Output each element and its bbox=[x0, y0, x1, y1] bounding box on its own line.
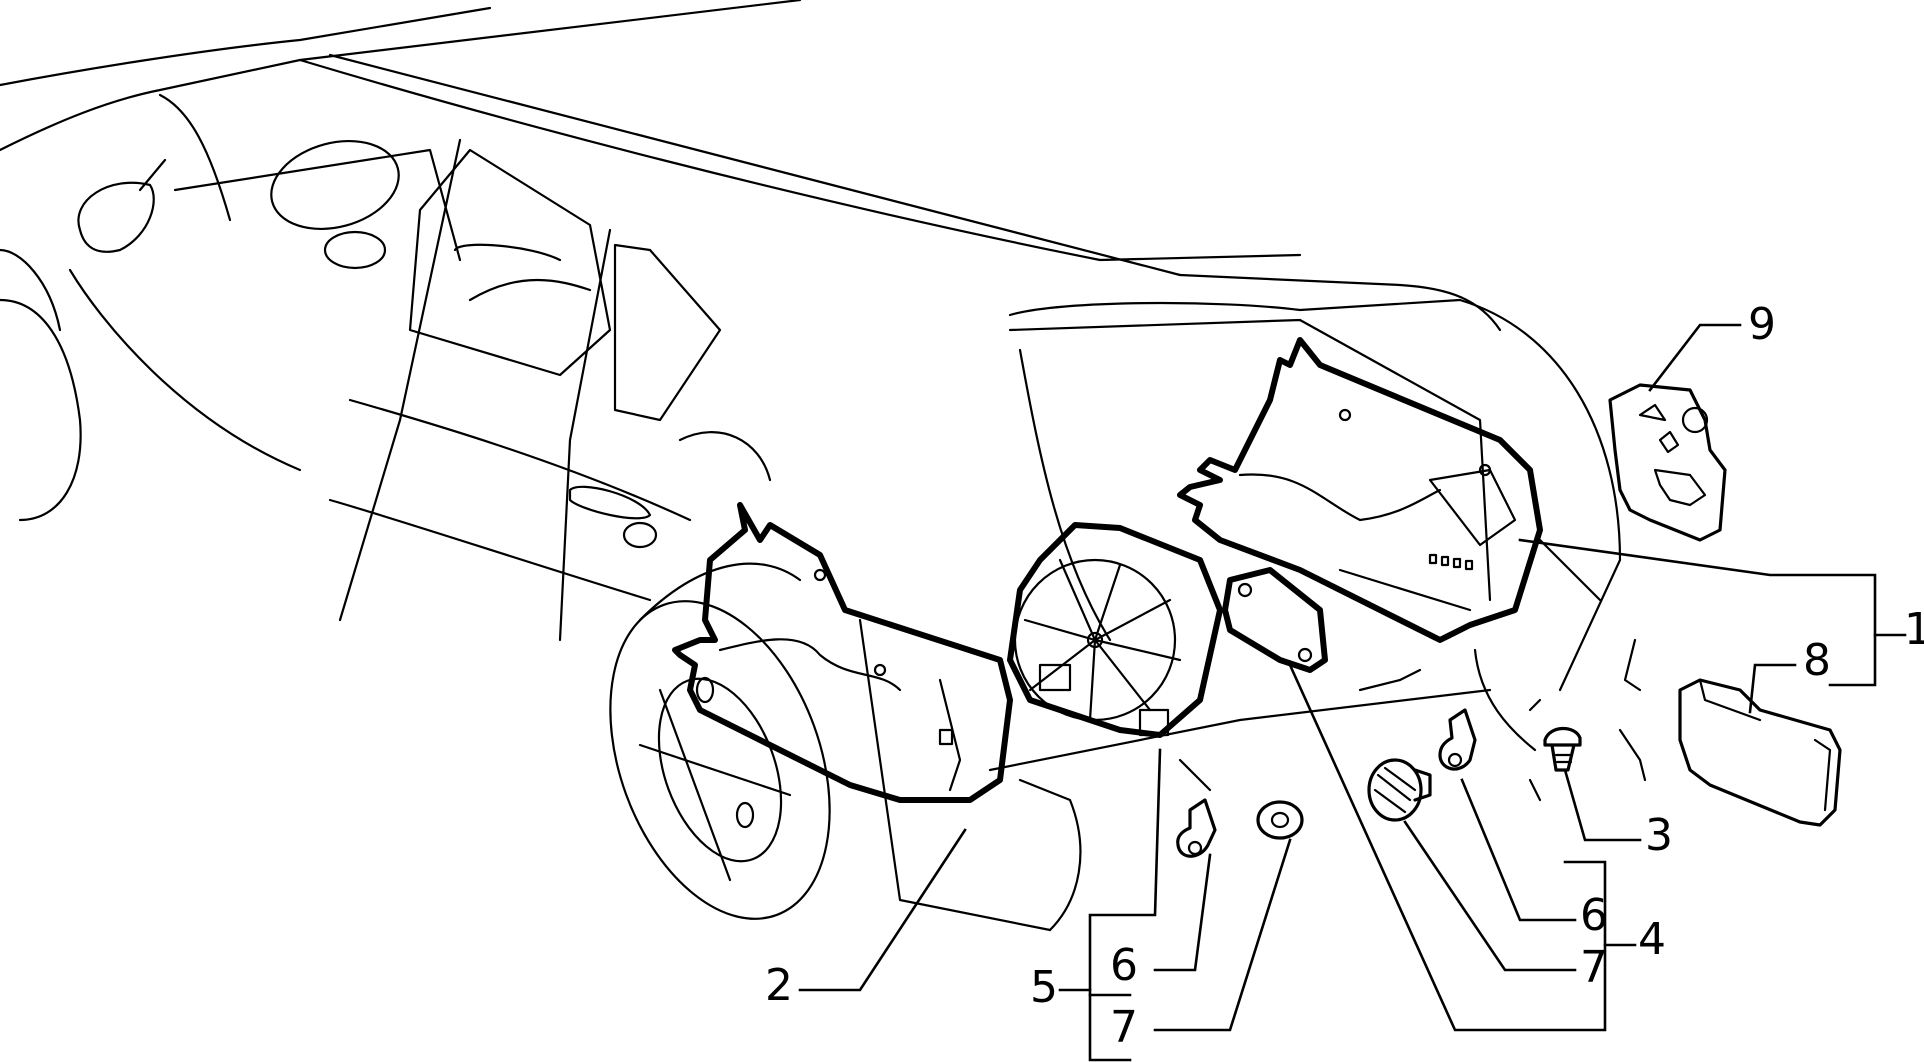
callout-8: 8 bbox=[1803, 635, 1831, 686]
callout-6-right: 6 bbox=[1580, 890, 1608, 941]
callout-4: 4 bbox=[1638, 914, 1666, 965]
end-cap-part bbox=[1678, 678, 1842, 827]
connector-marks bbox=[1178, 638, 1647, 802]
right-side-trim-panel bbox=[1177, 337, 1543, 643]
callout-2: 2 bbox=[765, 960, 793, 1011]
car-body-outline bbox=[0, 0, 1622, 932]
fastener-clip-left bbox=[1176, 798, 1217, 858]
leader-lines bbox=[798, 323, 1907, 1062]
callout-6-left: 6 bbox=[1110, 940, 1138, 991]
fastener-knob-left bbox=[1256, 800, 1304, 840]
callout-7-right: 7 bbox=[1580, 942, 1608, 993]
bracket-part bbox=[1608, 383, 1727, 542]
spare-wheel-cover-panel bbox=[1007, 522, 1223, 738]
fastener-knob-right bbox=[1367, 758, 1432, 822]
callout-7-left: 7 bbox=[1110, 1002, 1138, 1053]
fastener-clip-right bbox=[1438, 708, 1477, 771]
push-pin-clip bbox=[1543, 726, 1582, 772]
callout-3: 3 bbox=[1645, 810, 1673, 861]
left-side-trim-panel bbox=[672, 502, 1013, 803]
access-flap-cover bbox=[1222, 567, 1328, 673]
callout-labels: 9 1 8 3 4 6 7 2 5 6 7 bbox=[765, 299, 1924, 1053]
callout-9: 9 bbox=[1748, 299, 1776, 350]
callout-1: 1 bbox=[1904, 604, 1924, 655]
callout-5: 5 bbox=[1030, 962, 1058, 1013]
